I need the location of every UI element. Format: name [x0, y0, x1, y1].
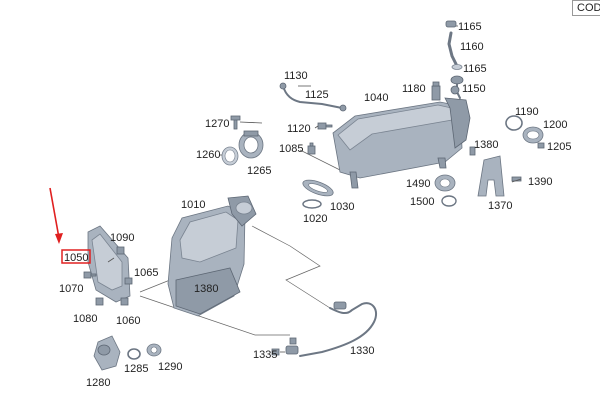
bolt-1180 [432, 81, 440, 87]
label-1330: 1330 [350, 345, 374, 357]
leader-line [511, 178, 522, 183]
label-1490: 1490 [406, 178, 430, 190]
sensor-cable-1330 [285, 301, 378, 357]
catalytic-converter-1010 [167, 195, 257, 317]
nut-1060 [120, 297, 129, 306]
tube-1130 [279, 82, 347, 112]
label-1130: 1130 [284, 70, 308, 82]
label-1050: 1050 [64, 252, 88, 264]
clamp-1190 [505, 115, 523, 131]
label-1200: 1200 [543, 119, 567, 131]
dpf-1040 [332, 85, 471, 189]
ring-1285 [127, 348, 141, 360]
bolt-1380-top [469, 146, 476, 156]
gasket-1030 [302, 179, 334, 197]
dashed-leader [251, 225, 331, 309]
clamp-1290 [146, 343, 162, 357]
connector-1280 [93, 335, 121, 371]
clamp-1490 [434, 174, 456, 192]
nut-1090 [116, 246, 125, 255]
label-1260: 1260 [196, 149, 220, 161]
ring-1260 [221, 146, 239, 166]
nut-1080 [95, 297, 104, 306]
dashed-leader [299, 149, 341, 171]
label-1285: 1285 [124, 363, 148, 375]
highlight-arrow-1050 [49, 187, 63, 244]
label-1070: 1070 [59, 283, 83, 295]
label-1120: 1120 [287, 123, 311, 135]
label-1205: 1205 [547, 141, 571, 153]
label-1180: 1180 [402, 83, 426, 95]
leader-line [107, 257, 115, 263]
bracket-1370 [477, 155, 505, 197]
nut-1065 [124, 277, 133, 285]
heat-shield-1050 [87, 225, 131, 303]
label-1380: 1380 [474, 139, 498, 151]
label-1165: 1165 [458, 21, 482, 33]
clamp-1265 [238, 130, 264, 159]
label-1125: 1125 [305, 89, 329, 101]
label-1065: 1065 [134, 267, 158, 279]
label-1380: 1380 [194, 283, 218, 295]
label-1280: 1280 [86, 377, 110, 389]
label-1370: 1370 [488, 200, 512, 212]
ring-1020 [302, 199, 322, 209]
sensor-1150 [450, 85, 460, 95]
label-1040: 1040 [364, 92, 388, 104]
label-1030: 1030 [330, 201, 354, 213]
bolt-1085 [307, 142, 316, 155]
label-1290: 1290 [158, 361, 182, 373]
label-1090: 1090 [110, 232, 134, 244]
label-1190: 1190 [515, 106, 539, 118]
label-1160: 1160 [460, 41, 484, 53]
label-1265: 1265 [247, 165, 271, 177]
bolt-1070 [83, 271, 97, 279]
label-1500: 1500 [410, 196, 434, 208]
highlight-box-1050 [61, 249, 91, 264]
label-1020: 1020 [303, 213, 327, 225]
label-1165: 1165 [463, 63, 487, 75]
bolt-1120 [317, 122, 333, 130]
code-tag[interactable]: COD [572, 0, 600, 16]
label-1270: 1270 [205, 118, 229, 130]
label-1085: 1085 [279, 143, 303, 155]
label-1010: 1010 [181, 199, 205, 211]
bolt-1205 [537, 142, 545, 149]
bolt-1270 [230, 115, 241, 130]
label-1335: 1335 [253, 349, 277, 361]
bolt-1335 [271, 348, 280, 356]
ring-1500 [441, 195, 457, 207]
leader-line [239, 121, 263, 124]
label-1060: 1060 [116, 315, 140, 327]
label-1080: 1080 [73, 313, 97, 325]
label-1390: 1390 [528, 176, 552, 188]
clamp-1200 [522, 126, 544, 144]
label-1150: 1150 [462, 83, 486, 95]
leader-line [314, 125, 319, 129]
